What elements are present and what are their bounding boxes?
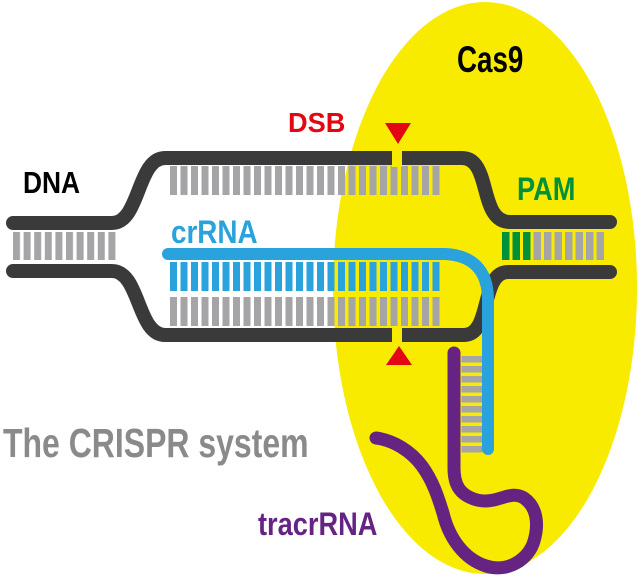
tracrrna-strand xyxy=(369,346,543,575)
dna-bottom-strand xyxy=(6,264,617,342)
tracrrna-label: tracrRNA xyxy=(258,507,377,543)
left-duplex-base-pairs xyxy=(13,232,119,260)
dsb-bottom-cut-marker xyxy=(386,346,412,365)
pam-label: PAM xyxy=(517,172,575,208)
dsb-label: DSB xyxy=(288,107,345,138)
crrna-strand xyxy=(162,248,494,455)
bottom-strand-base-pairs xyxy=(170,297,440,326)
crrna-base-pairs xyxy=(170,262,440,291)
right-duplex-base-pairs xyxy=(533,232,604,260)
pam-base-pairs xyxy=(502,232,531,260)
figure-title: The CRISPR system xyxy=(3,420,309,466)
dsb-top-cut-marker xyxy=(385,123,411,144)
dsb-top-cut-gap xyxy=(392,149,402,167)
crrna-label: crRNA xyxy=(171,215,258,250)
cas9-label: Cas9 xyxy=(457,38,523,80)
crrna-tracrrna-base-pairs xyxy=(461,356,483,453)
dsb-bottom-cut-gap xyxy=(392,326,402,344)
top-strand-base-pairs xyxy=(170,166,443,195)
dna-label: DNA xyxy=(23,166,80,200)
dna-top-strand xyxy=(6,151,617,230)
